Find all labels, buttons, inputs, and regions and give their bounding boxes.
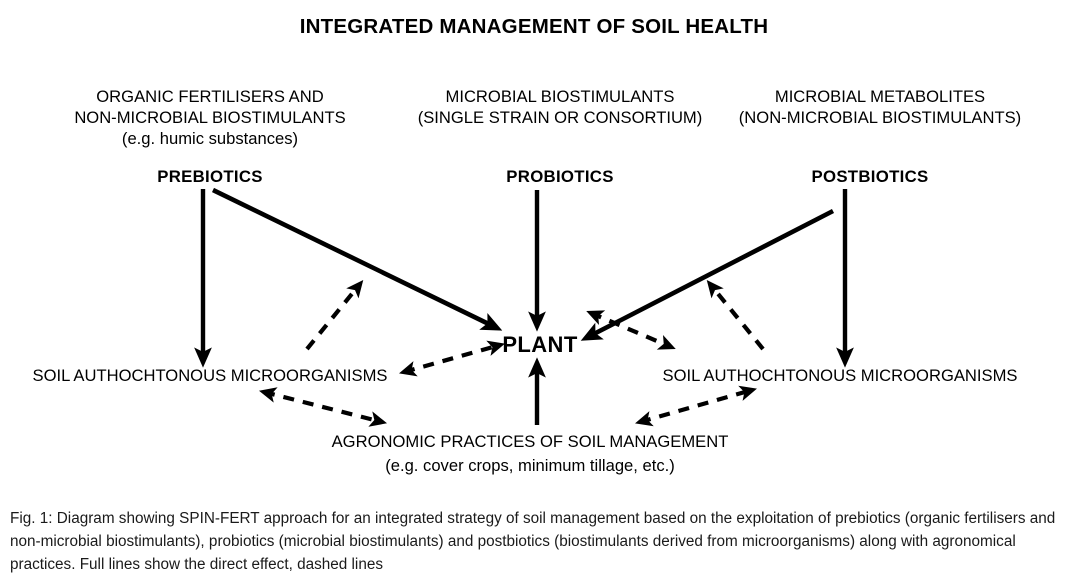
arrow-dashed-soil-left-to-plant-upward xyxy=(305,279,364,351)
column-header-prebiotics: ORGANIC FERTILISERS AND NON-MICROBIAL BI… xyxy=(30,86,390,150)
arrow-dashed-soil-left-plant-bidirectional xyxy=(399,340,505,377)
page-title: INTEGRATED MANAGEMENT OF SOIL HEALTH xyxy=(299,15,769,38)
node-soil-microorganisms-left: SOIL AUTHOCHTONOUS MICROORGANISMS xyxy=(32,366,388,385)
column-header-line-1: ORGANIC FERTILISERS AND xyxy=(96,87,324,106)
arrow-dashed-soil-right-to-plant-upward xyxy=(706,279,765,351)
arrow-prebiotics-to-plant xyxy=(211,187,503,331)
column-header-line-2: (NON-MICROBIAL BIOSTIMULANTS) xyxy=(738,108,1022,128)
node-agronomic-practices: AGRONOMIC PRACTICES OF SOIL MANAGEMENT (… xyxy=(285,430,775,477)
node-label-postbiotics: POSTBIOTICS xyxy=(811,167,929,186)
arrow-postbiotics-to-plant xyxy=(580,208,835,341)
arrow-dashed-soil-left-to-agronomic xyxy=(258,387,388,427)
column-header-line-3: (e.g. humic substances) xyxy=(121,129,299,149)
node-soil-microorganisms-right: SOIL AUTHOCHTONOUS MICROORGANISMS xyxy=(662,366,1018,385)
node-label-plant: PLANT xyxy=(502,332,578,357)
column-header-line-2: (SINGLE STRAIN OR CONSORTIUM) xyxy=(417,108,703,128)
column-header-probiotics: MICROBIAL BIOSTIMULANTS (SINGLE STRAIN O… xyxy=(370,86,750,128)
column-header-line-1: MICROBIAL BIOSTIMULANTS xyxy=(445,87,675,106)
arrow-dashed-plant-to-soil-right xyxy=(586,310,676,350)
column-header-line-2: NON-MICROBIAL BIOSTIMULANTS xyxy=(74,108,346,128)
node-label-probiotics: PROBIOTICS xyxy=(506,167,614,186)
column-header-line-1: MICROBIAL METABOLITES xyxy=(774,87,986,106)
node-label-prebiotics: PREBIOTICS xyxy=(157,167,263,186)
node-agronomic-line-1: AGRONOMIC PRACTICES OF SOIL MANAGEMENT xyxy=(331,432,729,451)
arrow-dashed-agronomic-to-soil-right xyxy=(635,385,757,427)
figure-caption: Fig. 1: Diagram showing SPIN-FERT approa… xyxy=(10,510,1056,573)
node-agronomic-line-2: (e.g. cover crops, minimum tillage, etc.… xyxy=(385,455,675,475)
column-header-postbiotics: MICROBIAL METABOLITES (NON-MICROBIAL BIO… xyxy=(700,86,1060,128)
